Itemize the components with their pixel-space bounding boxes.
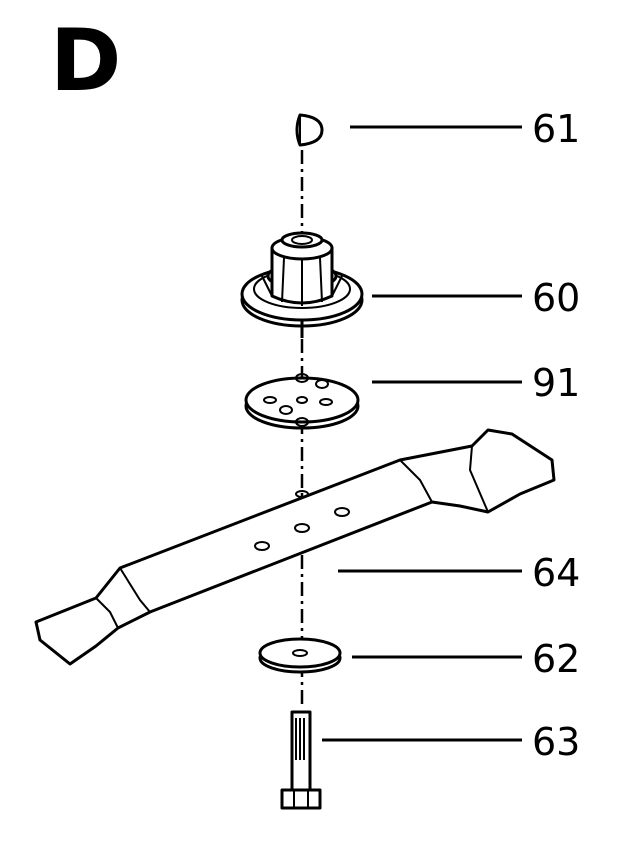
callout-64: 64: [532, 551, 581, 595]
half-moon-key-icon: [295, 113, 324, 147]
section-letter: D: [50, 11, 122, 111]
blade-adapter-hub-icon: [240, 231, 364, 338]
mower-blade-icon: [34, 428, 556, 666]
hex-bolt-icon: [280, 710, 322, 810]
callout-60: 60: [532, 276, 581, 320]
callout-91: 91: [532, 361, 581, 405]
callout-62: 62: [532, 637, 581, 681]
washer-icon: [258, 637, 342, 674]
mounting-plate-icon: [244, 373, 360, 430]
callout-63: 63: [532, 720, 581, 764]
callout-61: 61: [532, 107, 581, 151]
